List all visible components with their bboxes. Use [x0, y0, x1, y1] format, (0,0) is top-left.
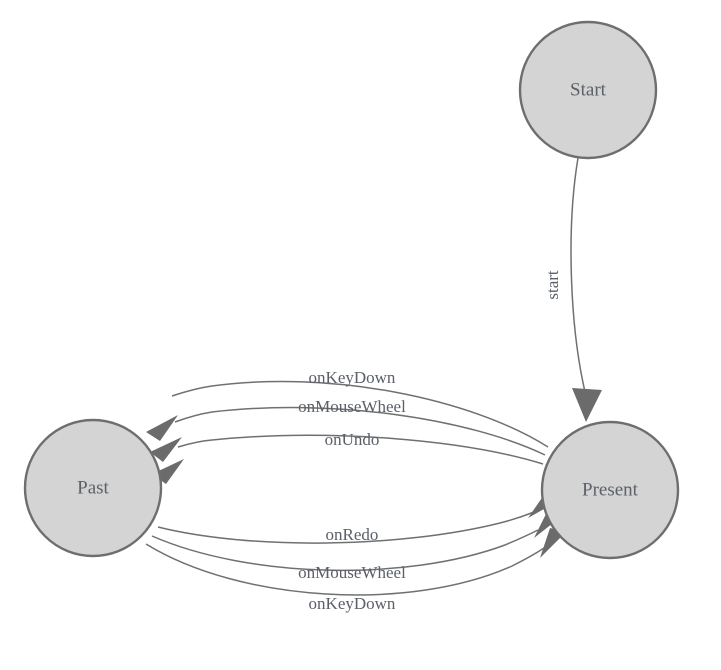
- node-start[interactable]: Start: [518, 20, 658, 160]
- edge-undo-keydown[interactable]: onKeyDown: [146, 368, 549, 448]
- node-present[interactable]: Present: [540, 420, 680, 560]
- edge-undo[interactable]: onUndo: [152, 430, 544, 484]
- edge-redo-mousewheel-path: [151, 529, 539, 572]
- edge-start-label: start: [543, 270, 562, 300]
- edge-redo-keydown-path: [145, 543, 545, 596]
- edge-undo-mousewheel-arrowhead: [150, 437, 182, 462]
- node-start-label: Start: [570, 79, 607, 100]
- node-past[interactable]: Past: [23, 418, 163, 558]
- edge-undo-keydown-label: onKeyDown: [309, 368, 396, 387]
- node-present-circle: [540, 420, 680, 560]
- edge-redo-mousewheel-label: onMouseWheel: [298, 563, 406, 582]
- node-past-label: Past: [77, 477, 109, 498]
- edge-undo-label: onUndo: [325, 430, 380, 449]
- edge-redo-path: [157, 511, 535, 544]
- edge-undo-mousewheel[interactable]: onMouseWheel: [150, 397, 546, 462]
- edge-start[interactable]: start: [543, 157, 602, 422]
- edge-redo-keydown-label: onKeyDown: [309, 594, 396, 613]
- edge-start-arrowhead: [572, 388, 602, 422]
- node-start-circle: [518, 20, 658, 160]
- edge-redo-label: onRedo: [326, 525, 379, 544]
- edge-undo-keydown-path: [171, 380, 549, 448]
- edge-start-path: [570, 157, 587, 397]
- node-present-label: Present: [582, 479, 639, 500]
- edge-undo-path: [177, 434, 544, 465]
- edge-undo-mousewheel-path: [174, 406, 546, 456]
- edge-undo-keydown-arrowhead: [146, 415, 178, 441]
- node-past-circle: [23, 418, 163, 558]
- edge-undo-mousewheel-label: onMouseWheel: [298, 397, 406, 416]
- edge-redo[interactable]: onRedo: [157, 492, 560, 544]
